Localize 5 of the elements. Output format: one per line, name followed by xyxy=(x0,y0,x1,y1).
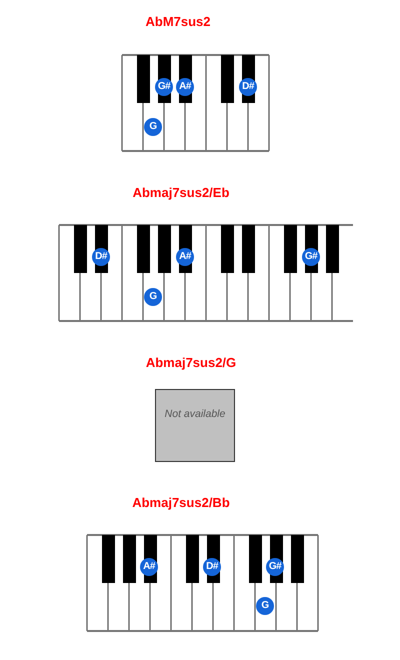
chord-title: Abmaj7sus2/Bb xyxy=(132,495,230,510)
chord-title: Abmaj7sus2/Eb xyxy=(132,185,230,200)
unavailable-note: Not available xyxy=(164,408,226,420)
chord-title: AbM7sus2 xyxy=(145,14,211,29)
chord-title: Abmaj7sus2/G xyxy=(146,355,236,370)
